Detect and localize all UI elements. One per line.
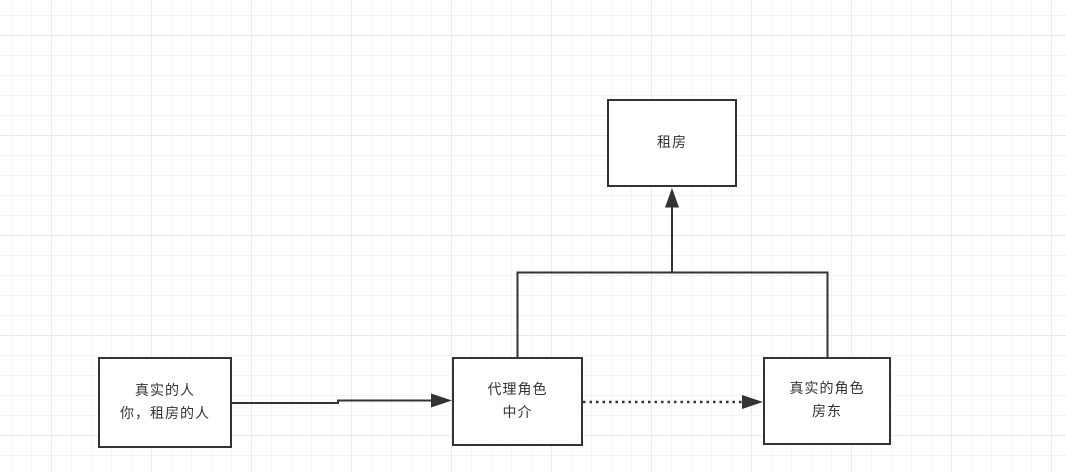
connector-agent-to-landlord[interactable] xyxy=(583,395,763,409)
connector-bracket-line xyxy=(516,271,829,357)
node-rent-house-label: 租房 xyxy=(657,134,687,151)
connector-real-person-to-agent[interactable] xyxy=(232,393,452,408)
arrowhead-right-icon xyxy=(742,395,763,409)
node-landlord[interactable]: 真实的角色 房东 xyxy=(763,357,891,445)
connector-line xyxy=(232,399,433,404)
node-landlord-label-line1: 真实的角色 xyxy=(789,381,865,397)
node-real-person[interactable]: 真实的人 你，租房的人 xyxy=(98,357,232,448)
arrowhead-right-icon xyxy=(431,393,452,408)
node-rent-house[interactable]: 租房 xyxy=(607,99,737,187)
node-agent[interactable]: 代理角色 中介 xyxy=(452,357,583,446)
node-real-person-label-line2: 你，租房的人 xyxy=(120,405,210,422)
node-agent-label-line1: 代理角色 xyxy=(487,381,548,398)
connector-bracket-to-rent-house[interactable] xyxy=(665,188,679,273)
node-landlord-label-line2: 房东 xyxy=(812,404,842,420)
node-agent-label-line2: 中介 xyxy=(502,404,533,421)
node-real-person-label-line1: 真实的人 xyxy=(135,382,195,399)
arrowhead-up-icon xyxy=(665,188,679,208)
connector-bracket-agent-landlord[interactable] xyxy=(516,271,829,358)
